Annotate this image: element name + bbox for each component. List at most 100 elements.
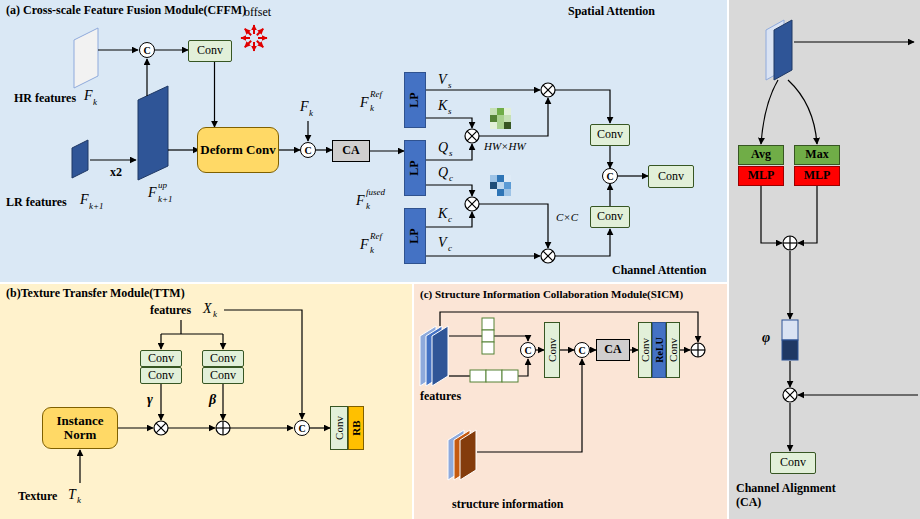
box-label: Conv (333, 416, 345, 440)
math-symbol: fused (366, 188, 385, 197)
wire (160, 334, 161, 349)
feature-slab (432, 326, 448, 386)
math-symbol: Ref (370, 232, 382, 241)
feature-slab (74, 28, 98, 88)
box-label: C (304, 145, 311, 156)
concat-circle: C (139, 42, 155, 58)
attention-map (497, 175, 504, 182)
process-box: Deform Conv (197, 127, 279, 173)
operator-symbol (783, 236, 797, 250)
wire (449, 375, 470, 376)
math-symbol: HW×HW (484, 141, 526, 152)
panel-heading: (a) Cross-scale Feature Fusion Module(CF… (6, 4, 246, 18)
math-symbol: k (370, 246, 374, 255)
offset-arrow (257, 41, 263, 47)
operator-symbol (789, 236, 790, 250)
conv-box: Conv (140, 367, 182, 384)
connector-arrow (609, 146, 610, 168)
math-symbol: F (300, 100, 309, 114)
math-symbol: V (438, 236, 447, 250)
wire (798, 186, 817, 243)
box-label: Conv (148, 352, 174, 365)
attention-map (504, 122, 511, 129)
box-label: C (143, 45, 150, 56)
conv-box: Conv (202, 367, 244, 384)
operator-symbol (154, 421, 168, 435)
panel-ground (414, 284, 727, 519)
annotation-text: features (150, 304, 191, 316)
channel-align-box: CA (596, 339, 630, 361)
attention-map (490, 189, 497, 196)
math-symbol: k (370, 104, 374, 113)
math-symbol: s (448, 81, 452, 90)
wire (798, 394, 918, 395)
box-label: LP (408, 160, 421, 175)
wire (761, 186, 782, 243)
connector-arrow (609, 184, 610, 206)
wire (794, 41, 914, 42)
operator-symbol (156, 423, 166, 433)
attention-map (504, 182, 511, 189)
operator-symbol (691, 343, 705, 357)
box-label: Instance Norm (43, 414, 117, 443)
wire (426, 212, 472, 227)
math-symbol: c (448, 215, 452, 224)
annotation-text: Channel Attention (612, 264, 706, 276)
concat-circle: C (520, 342, 536, 358)
wire (479, 98, 548, 136)
connector-arrow (155, 49, 188, 50)
connector-arrow (560, 349, 574, 350)
wire (789, 361, 790, 387)
math-symbol: F (80, 193, 89, 207)
connector-arrow (316, 149, 332, 150)
operator-symbol (467, 131, 477, 141)
box-label: Conv (210, 352, 236, 365)
box-label: CA (342, 144, 359, 157)
box-label: Max (805, 148, 828, 161)
conv-box: Conv (544, 322, 560, 378)
box-label: C (298, 423, 305, 434)
conv-box: Conv (202, 350, 244, 367)
operator-symbol (216, 421, 230, 435)
conv-box: Conv (590, 124, 630, 146)
annotation-text: offset (244, 6, 271, 18)
weight-icon (782, 340, 798, 360)
box-label: LP (408, 92, 421, 107)
math-symbol: k+1 (89, 202, 104, 211)
module-panel: (b)Texture Transfer Module(TTM)ConvConvC… (0, 284, 412, 519)
box-label: C (606, 171, 613, 182)
operator-symbol (783, 388, 797, 402)
feature-slab (774, 20, 792, 80)
wire (761, 80, 778, 144)
math-symbol: F (148, 186, 157, 200)
pool-box: Avg (738, 145, 784, 165)
math-symbol: K (438, 99, 447, 113)
feature-slab (72, 140, 88, 178)
box-label: Deform Conv (200, 143, 275, 157)
box-label: Avg (751, 148, 771, 161)
module-panel: Channel Alignment (CA)AvgMaxMLPMLPConv (729, 0, 920, 519)
wire (479, 204, 548, 248)
offset-arrow (241, 37, 250, 39)
conv-box: Conv (140, 350, 182, 367)
box-label: Conv (197, 44, 223, 57)
operator-symbol (543, 85, 553, 95)
conv-box: Conv (666, 322, 680, 378)
operator-symbol (543, 251, 553, 261)
wire (180, 320, 181, 334)
box-label: Conv (780, 456, 806, 469)
math-symbol: F (360, 238, 369, 252)
math-symbol: k (93, 98, 97, 107)
math-symbol: c (448, 244, 452, 253)
box-label: MLP (804, 169, 831, 182)
math-symbol: V (438, 73, 447, 87)
connector-arrow (536, 349, 544, 350)
strip-pool (502, 370, 518, 382)
box-label: Conv (546, 338, 558, 362)
wire (98, 49, 138, 50)
box-label: Conv (597, 128, 623, 141)
wire (230, 427, 293, 428)
